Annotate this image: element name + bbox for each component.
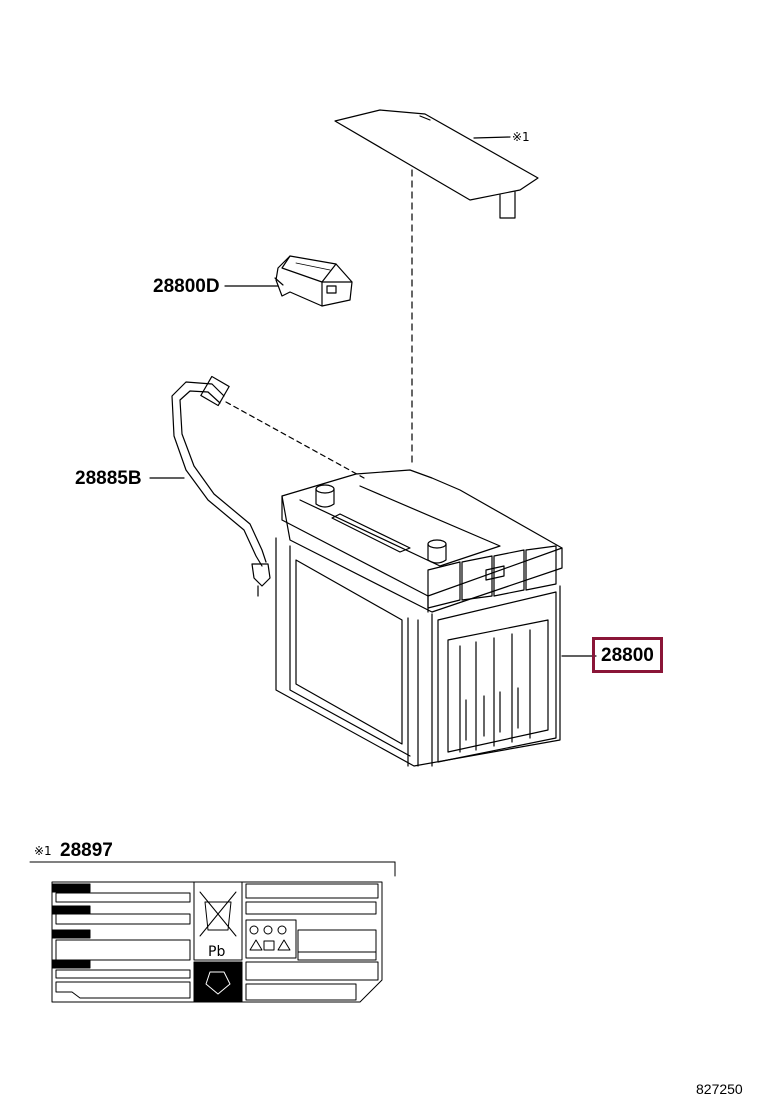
insulator-leader-line	[473, 136, 511, 139]
label-ref-mark: ※1	[34, 844, 52, 858]
battery-insulator-sheet	[334, 109, 539, 219]
battery-body	[275, 469, 563, 767]
battery-hold-down-clamp	[274, 255, 353, 307]
pb-symbol: Pb	[208, 944, 226, 960]
diagram-id: 827250	[696, 1081, 743, 1097]
battery-warning-label	[29, 861, 396, 1003]
battery-vent-hose	[171, 375, 271, 597]
part-number-28800-highlighted[interactable]: 28800	[592, 637, 663, 673]
vent-hose-dashed-line	[225, 401, 365, 479]
part-number-28800d[interactable]: 28800D	[153, 276, 220, 297]
insulator-ref-mark: ※1	[512, 130, 530, 144]
part-number-28897[interactable]: 28897	[60, 840, 113, 861]
part-number-28885b[interactable]: 28885B	[75, 468, 142, 489]
